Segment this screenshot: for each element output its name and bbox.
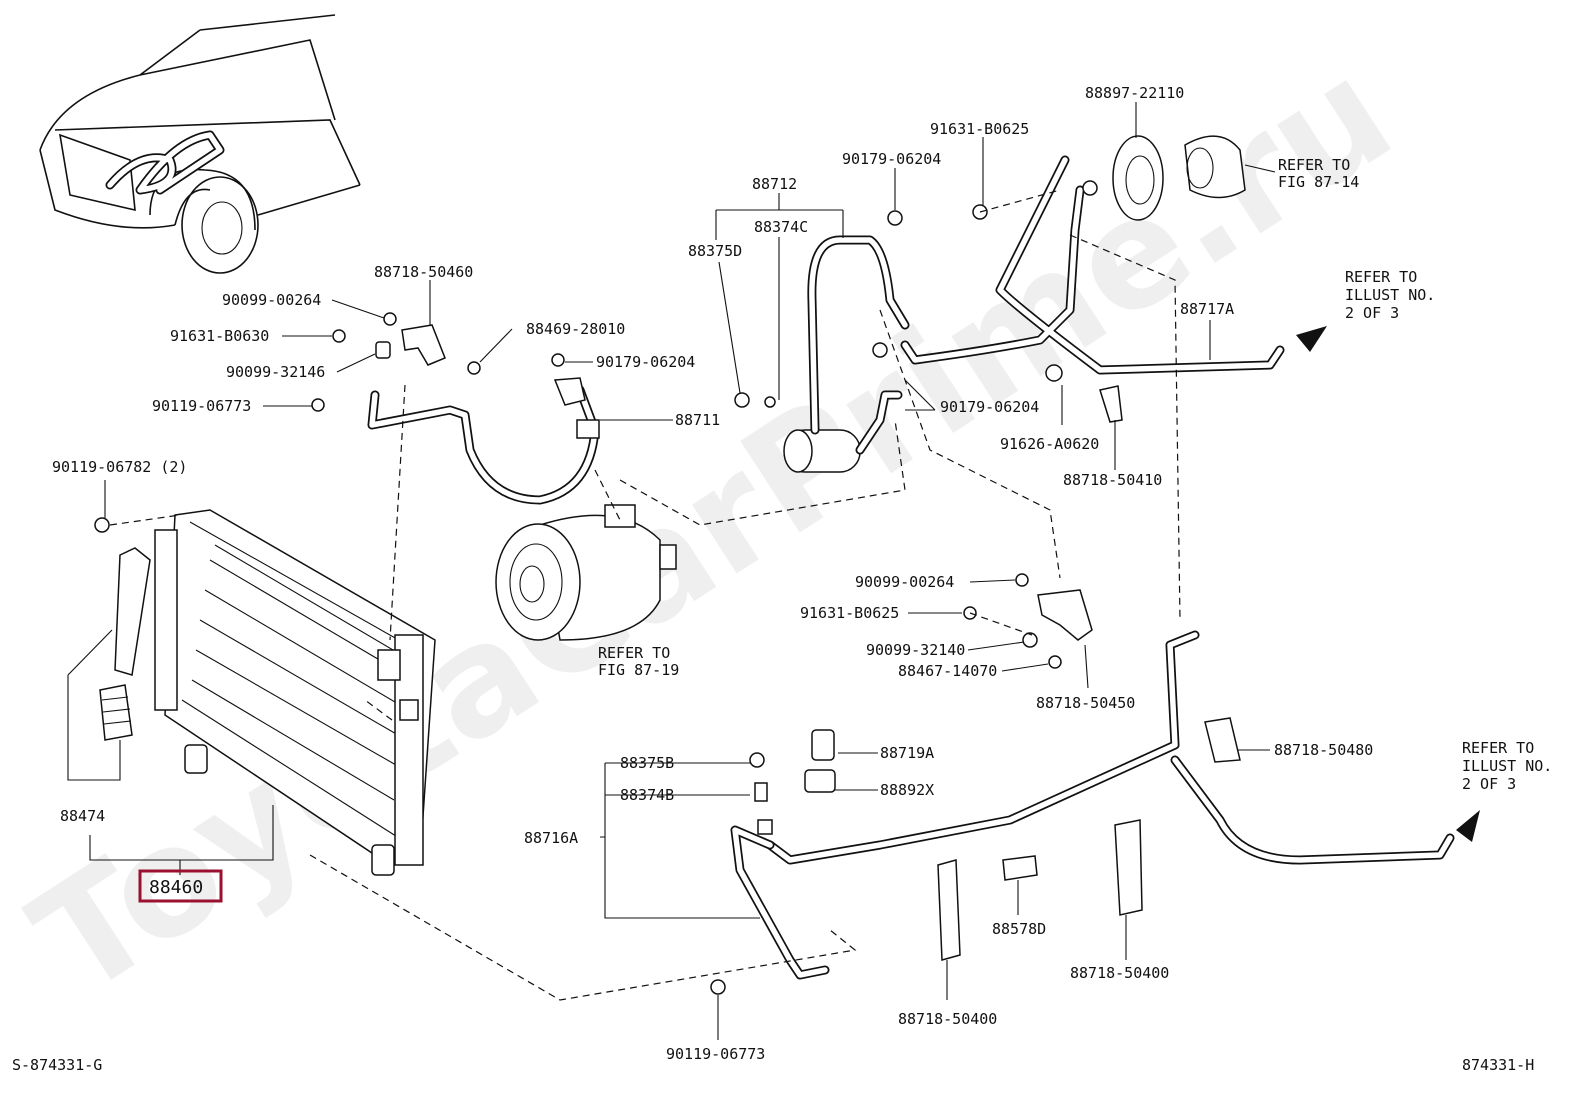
compressor [495,504,677,641]
label-88897-22110[interactable]: 88897-22110 [1085,84,1184,102]
condenser-88460 [99,509,436,876]
label-90119-06782[interactable]: 90119-06782 (2) [52,458,187,476]
label-91631-b0625-top[interactable]: 91631-B0625 [930,120,1029,138]
label-88718-50450[interactable]: 88718-50450 [1036,694,1135,712]
vehicle-outline [39,14,361,274]
label-88718-50480[interactable]: 88718-50480 [1274,741,1373,759]
label-90179-06204-top[interactable]: 90179-06204 [842,150,941,168]
label-88711[interactable]: 88711 [675,411,720,429]
label-88474[interactable]: 88474 [60,807,105,825]
label-91631-b0630[interactable]: 91631-B0630 [170,327,269,345]
label-90119-06773-bot[interactable]: 90119-06773 [666,1045,765,1063]
label-88578d[interactable]: 88578D [992,920,1046,938]
diagram-code-right: 874331-H [1462,1056,1534,1074]
label-90119-06773-top[interactable]: 90119-06773 [152,397,251,415]
label-88374b[interactable]: 88374B [620,786,674,804]
label-88467-14070[interactable]: 88467-14070 [898,662,997,680]
refer-fig-87-19[interactable]: REFER TO FIG 87-19 [598,644,679,679]
refer-illust-top[interactable]: REFER TO ILLUST NO. 2 OF 3 [1345,268,1444,322]
diagram-code-left: S-874331-G [12,1056,102,1074]
label-88375d[interactable]: 88375D [688,242,742,260]
label-88718-50400-right[interactable]: 88718-50400 [1070,964,1169,982]
refer-fig-87-14[interactable]: REFER TO FIG 87-14 [1278,156,1359,191]
label-88716a[interactable]: 88716A [524,829,578,847]
label-88717a[interactable]: 88717A [1180,300,1234,318]
label-90099-00264-bot[interactable]: 90099-00264 [855,573,954,591]
label-90099-00264-top[interactable]: 90099-00264 [222,291,321,309]
label-88719a[interactable]: 88719A [880,744,934,762]
label-91631-b0625-bot[interactable]: 91631-B0625 [800,604,899,622]
label-91626-a0620[interactable]: 91626-A0620 [1000,435,1099,453]
label-90099-32146[interactable]: 90099-32146 [226,363,325,381]
part-labels: 88897-22110 91631-B0625 90179-06204 8871… [12,84,1561,1074]
highlight-box-88460 [138,869,223,903]
label-88718-50460[interactable]: 88718-50460 [374,263,473,281]
label-90179-06204-mid[interactable]: 90179-06204 [596,353,695,371]
label-90179-06204-right[interactable]: 90179-06204 [940,398,1039,416]
label-88892x[interactable]: 88892X [880,781,934,799]
leader-lines [67,102,1276,1040]
small-parts [94,135,1480,995]
label-88375b[interactable]: 88375B [620,754,674,772]
label-88718-50400-left[interactable]: 88718-50400 [898,1010,997,1028]
label-88712[interactable]: 88712 [752,175,797,193]
label-90099-32140[interactable]: 90099-32140 [866,641,965,659]
label-88469-28010[interactable]: 88469-28010 [526,320,625,338]
label-88718-50410[interactable]: 88718-50410 [1063,471,1162,489]
label-88460[interactable]: 88460 [149,877,203,898]
receiver-dryer [783,429,861,473]
pipes [367,155,1455,980]
refer-illust-bottom[interactable]: REFER TO ILLUST NO. 2 OF 3 [1462,739,1561,793]
label-88374c[interactable]: 88374C [754,218,808,236]
